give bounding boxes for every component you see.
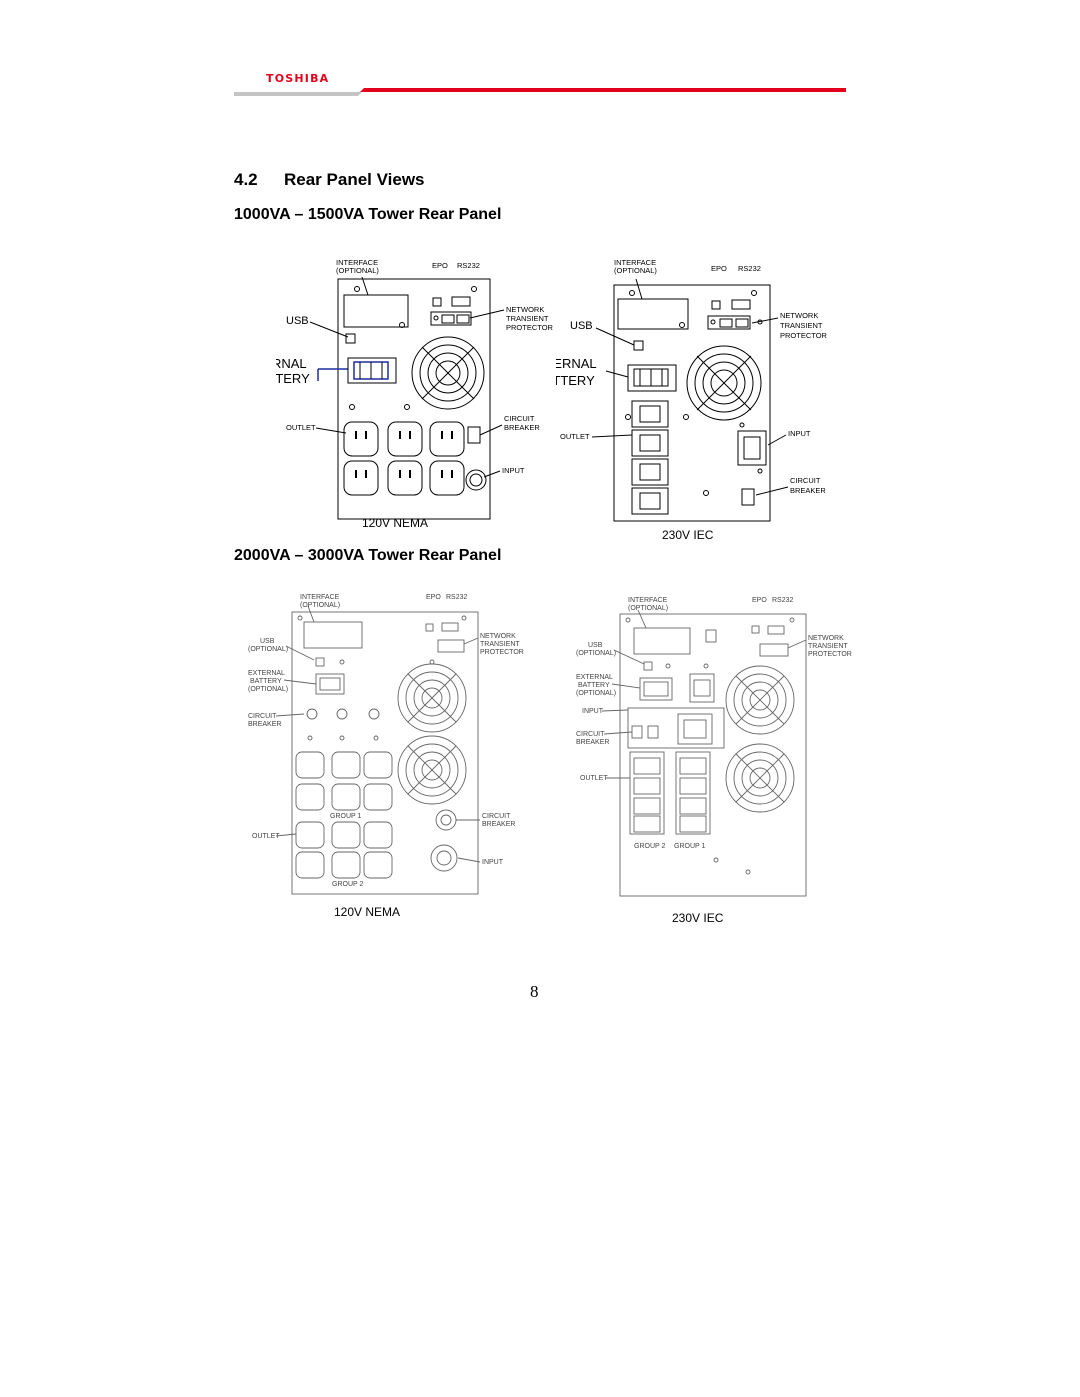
svg-text:NETWORK: NETWORK (780, 311, 818, 320)
svg-text:EXTERNAL: EXTERNAL (556, 356, 597, 371)
svg-text:INPUT: INPUT (788, 429, 811, 438)
svg-text:OUTLET: OUTLET (580, 775, 608, 782)
svg-text:NETWORK: NETWORK (480, 633, 516, 640)
svg-text:CIRCUIT: CIRCUIT (576, 731, 605, 738)
section-number: 4.2 (234, 170, 258, 189)
page-number: 8 (530, 982, 539, 1001)
svg-text:BATTERY: BATTERY (578, 682, 610, 689)
diagram-2000-iec: INTERFACE (OPTIONAL) EPO RS232 NETWORK T… (576, 597, 852, 925)
svg-text:RS232: RS232 (457, 261, 480, 270)
svg-text:TRANSIENT: TRANSIENT (506, 314, 549, 323)
section-heading: 4.2 Rear Panel Views (234, 170, 425, 190)
svg-text:INTERFACE: INTERFACE (336, 258, 378, 267)
svg-text:INPUT: INPUT (502, 466, 525, 475)
heading-1000-1500: 1000VA – 1500VA Tower Rear Panel (234, 206, 502, 223)
svg-text:TRANSIENT: TRANSIENT (780, 321, 823, 330)
svg-text:GROUP 2: GROUP 2 (634, 843, 665, 850)
svg-text:TRANSIENT: TRANSIENT (480, 641, 520, 648)
svg-text:PROTECTOR: PROTECTOR (506, 323, 554, 332)
svg-text:EPO: EPO (711, 264, 727, 273)
svg-text:USB: USB (286, 315, 309, 327)
svg-text:USB: USB (260, 638, 275, 645)
svg-text:INPUT: INPUT (482, 859, 504, 866)
svg-text:INTERFACE: INTERFACE (300, 594, 340, 601)
heading-2000-3000: 2000VA – 3000VA Tower Rear Panel (234, 547, 502, 564)
svg-text:120V NEMA: 120V NEMA (362, 516, 428, 530)
svg-text:BREAKER: BREAKER (504, 423, 540, 432)
svg-text:(OPTIONAL): (OPTIONAL) (576, 650, 616, 657)
svg-text:BREAKER: BREAKER (482, 821, 515, 828)
svg-text:230V IEC: 230V IEC (662, 528, 714, 542)
svg-text:RS232: RS232 (738, 264, 761, 273)
svg-text:TRANSIENT: TRANSIENT (808, 643, 848, 650)
svg-text:PROTECTOR: PROTECTOR (480, 649, 524, 656)
svg-text:NETWORK: NETWORK (808, 635, 844, 642)
toshiba-logo: TOSHIBA (266, 72, 330, 85)
svg-text:OUTLET: OUTLET (252, 833, 280, 840)
svg-text:EXTERNAL: EXTERNAL (576, 674, 613, 681)
svg-text:OUTLET: OUTLET (286, 423, 316, 432)
svg-text:PROTECTOR: PROTECTOR (808, 651, 852, 658)
svg-text:(OPTIONAL): (OPTIONAL) (614, 266, 657, 275)
svg-text:INPUT: INPUT (582, 708, 604, 715)
diagram-2000-nema: INTERFACE (OPTIONAL) EPO RS232 NETWORK T… (248, 594, 524, 919)
svg-text:CIRCUIT: CIRCUIT (248, 713, 277, 720)
svg-text:(OPTIONAL): (OPTIONAL) (248, 686, 288, 693)
svg-text:EXTERNAL: EXTERNAL (276, 356, 307, 371)
svg-text:EPO: EPO (426, 594, 441, 601)
svg-text:120V NEMA: 120V NEMA (334, 905, 400, 919)
svg-text:INTERFACE: INTERFACE (628, 597, 668, 604)
svg-text:USB: USB (570, 320, 593, 332)
svg-text:INTERFACE: INTERFACE (614, 258, 656, 267)
svg-text:(OPTIONAL): (OPTIONAL) (300, 602, 340, 609)
section-title: Rear Panel Views (284, 170, 425, 189)
svg-text:EPO: EPO (432, 261, 448, 270)
svg-text:BATTERY: BATTERY (250, 678, 282, 685)
svg-text:BREAKER: BREAKER (248, 721, 281, 728)
svg-text:RS232: RS232 (446, 594, 468, 601)
svg-text:RS232: RS232 (772, 597, 794, 604)
svg-text:USB: USB (588, 642, 603, 649)
svg-text:EXTERNAL: EXTERNAL (248, 670, 285, 677)
svg-text:BATTERY: BATTERY (556, 373, 595, 388)
svg-text:(OPTIONAL): (OPTIONAL) (576, 690, 616, 697)
svg-text:BATTERY: BATTERY (276, 371, 310, 386)
diagram-1000-nema: INTERFACE (OPTIONAL) EPO RS232 NETWORK T… (276, 258, 554, 530)
svg-text:GROUP 1: GROUP 1 (330, 813, 361, 820)
svg-text:BREAKER: BREAKER (790, 486, 826, 495)
svg-text:CIRCUIT: CIRCUIT (504, 414, 535, 423)
svg-text:(OPTIONAL): (OPTIONAL) (336, 266, 379, 275)
svg-text:GROUP 2: GROUP 2 (332, 881, 363, 888)
svg-text:(OPTIONAL): (OPTIONAL) (628, 605, 668, 612)
svg-text:(OPTIONAL): (OPTIONAL) (248, 646, 288, 653)
svg-text:BREAKER: BREAKER (576, 739, 609, 746)
diagram-1000-iec: INTERFACE (OPTIONAL) EPO RS232 NETWORK T… (556, 258, 828, 542)
svg-text:PROTECTOR: PROTECTOR (780, 331, 828, 340)
svg-text:NETWORK: NETWORK (506, 305, 544, 314)
header-rule (234, 88, 846, 96)
svg-text:230V IEC: 230V IEC (672, 911, 724, 925)
svg-text:CIRCUIT: CIRCUIT (790, 476, 821, 485)
svg-text:OUTLET: OUTLET (560, 432, 590, 441)
svg-text:CIRCUIT: CIRCUIT (482, 813, 511, 820)
svg-text:EPO: EPO (752, 597, 767, 604)
svg-text:GROUP 1: GROUP 1 (674, 843, 705, 850)
